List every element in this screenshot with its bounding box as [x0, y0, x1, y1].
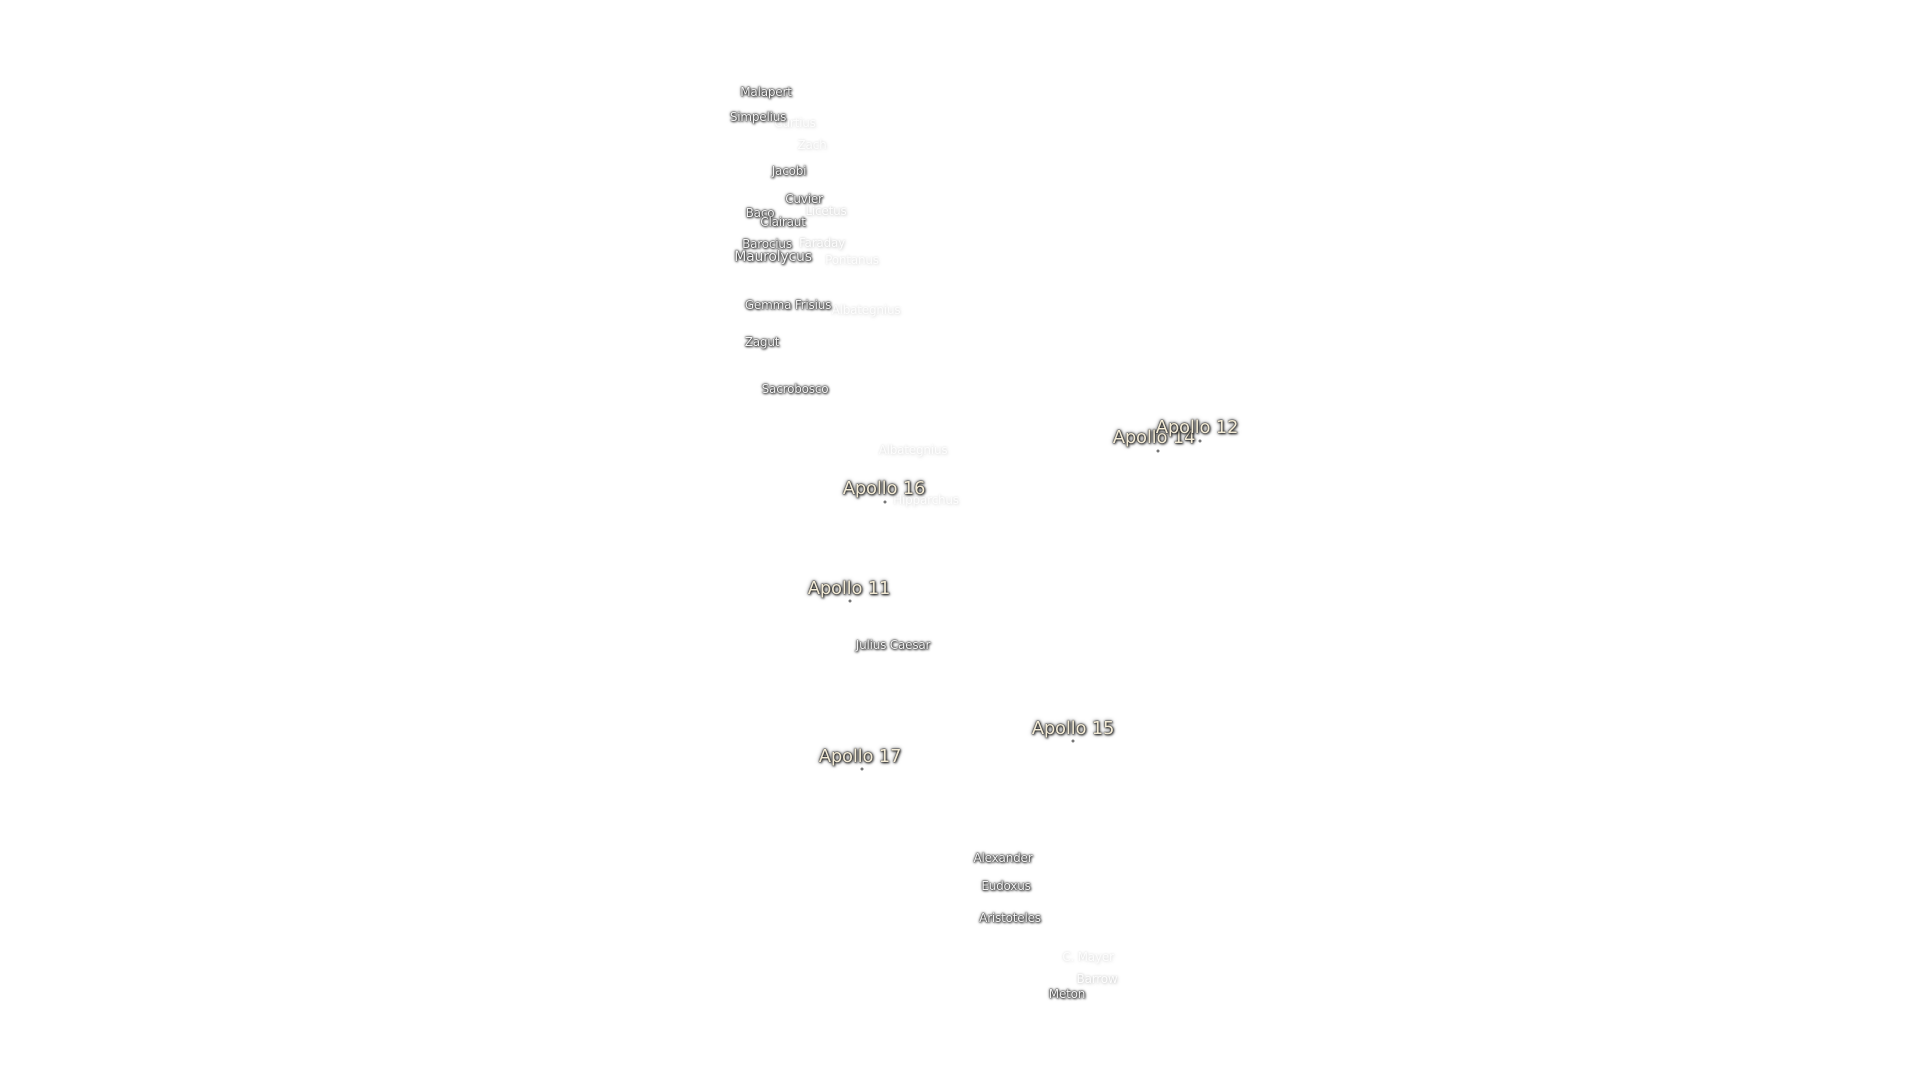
- apollo-14-marker[interactable]: [1156, 449, 1160, 453]
- crater-label-julius-caesar: Julius Caesar: [855, 638, 931, 652]
- crater-label-christian-mayer: C. Mayer: [1062, 950, 1114, 964]
- apollo-17-marker[interactable]: [860, 767, 864, 771]
- crater-label-zagut: Zagut: [744, 335, 780, 349]
- apollo-17-label[interactable]: Apollo 17: [818, 746, 902, 767]
- apollo-12-marker[interactable]: [1198, 439, 1202, 443]
- crater-label-pontanus: Pontanus: [825, 253, 879, 267]
- apollo-12-label[interactable]: Apollo 12: [1155, 417, 1239, 438]
- apollo-11-label[interactable]: Apollo 11: [807, 578, 891, 599]
- apollo-16-label[interactable]: Apollo 16: [842, 478, 926, 499]
- crater-label-barrow: Barrow: [1076, 972, 1118, 986]
- crater-label-albategnius-faint: Albategnius: [831, 303, 901, 317]
- crater-label-faraday: Faraday: [798, 236, 846, 250]
- apollo-14-label[interactable]: Apollo 14: [1112, 427, 1196, 448]
- crater-label-barocius: Barocius: [742, 237, 792, 251]
- crater-label-meton: Meton: [1048, 987, 1086, 1001]
- apollo-15-marker[interactable]: [1071, 739, 1075, 743]
- crater-label-sacrobosco: Sacrobosco: [761, 382, 829, 396]
- crater-label-zach: Zach: [797, 138, 827, 152]
- crater-label-simpelius: Simpelius: [729, 110, 787, 124]
- crater-label-albategnius: Albategnius: [878, 443, 948, 457]
- apollo-16-marker[interactable]: [883, 500, 887, 504]
- crater-label-curtius: Curtius: [774, 116, 816, 130]
- crater-label-jacobi: Jacobi: [771, 164, 807, 178]
- crater-label-aristoteles: Aristoteles: [979, 911, 1041, 925]
- crater-label-malapert: Malapert: [740, 85, 792, 99]
- crater-label-alexander: Alexander: [973, 851, 1033, 865]
- crater-label-hipparchus: Hipparchus: [893, 493, 959, 507]
- crater-label-baco: Baco: [745, 206, 775, 220]
- crater-label-eudoxus: Eudoxus: [981, 879, 1031, 893]
- apollo-15-label[interactable]: Apollo 15: [1031, 718, 1115, 739]
- crater-label-licetus: Licetus: [805, 204, 847, 218]
- crater-label-maurolycus: Maurolycus: [734, 249, 812, 265]
- crater-label-cuvier: Cuvier: [785, 192, 823, 206]
- apollo-11-marker[interactable]: [848, 599, 852, 603]
- crater-label-clairaut: Clairaut: [760, 215, 806, 229]
- crater-label-gemma-frisius: Gemma Frisius: [744, 298, 832, 312]
